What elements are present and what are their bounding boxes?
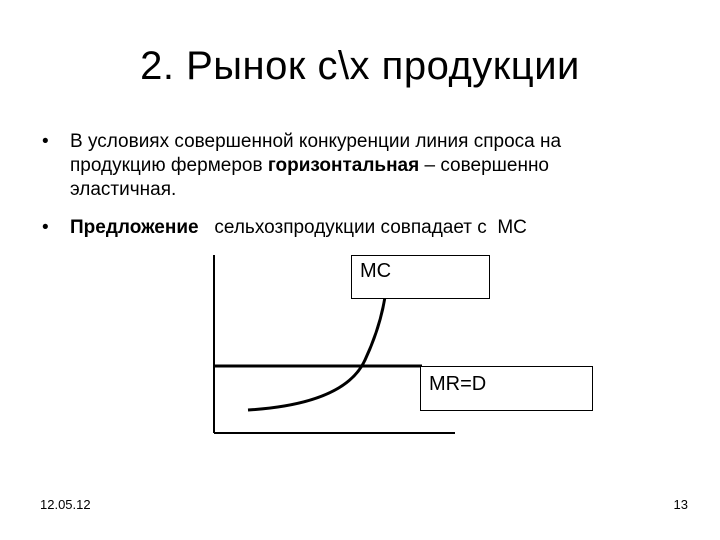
bullet-list: • В условиях совершенной конкуренции лин… <box>40 130 680 240</box>
bullet-demand: • В условиях совершенной конкуренции лин… <box>40 130 680 202</box>
bullet-demand-text: продукцию фермеров <box>70 155 268 176</box>
bullet-demand-line3: эластичная. <box>70 179 177 200</box>
footer-date: 12.05.12 <box>40 497 91 512</box>
bullet-demand-tail: – совершенно <box>419 155 549 176</box>
bullet-supply: • Предложение сельхозпродукции совпадает… <box>40 216 680 240</box>
bullet-marker: • <box>42 217 49 238</box>
bullet-demand-bold: горизонтальная <box>267 155 420 176</box>
mc-curve <box>247 296 387 412</box>
bullet-supply-text: сельхозпродукции совпадает с МС <box>198 217 527 238</box>
mc-label: MC <box>351 255 490 299</box>
bullet-demand-line2: продукцию фермеров горизонтальная – сове… <box>70 154 680 178</box>
mr-d-label: MR=D <box>420 366 593 411</box>
slide-title: 2. Рынок с\х продукции <box>140 44 580 88</box>
bullet-supply-bold: Предложение <box>70 217 199 238</box>
bullet-marker: • <box>42 131 49 152</box>
bullet-demand-line1: В условиях совершенной конкуренции линия… <box>70 131 562 152</box>
page-number: 13 <box>673 497 688 512</box>
